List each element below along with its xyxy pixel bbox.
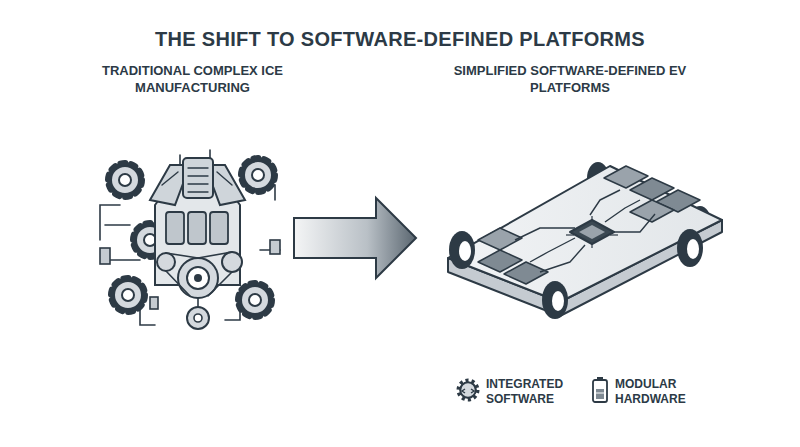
ev-platform-illustration bbox=[448, 162, 722, 319]
legend-item: MODULAR HARDWARE bbox=[590, 376, 707, 408]
legend-icon bbox=[590, 376, 610, 408]
illustration-panel: SIMPLIFIED SOFTWARE-DEFINED EV PLATFORMS bbox=[420, 62, 720, 337]
diagram-title: THE SHIFT TO SOFTWARE-DEFINED PLATFORMS bbox=[0, 28, 800, 51]
engine-illustration bbox=[100, 150, 280, 329]
legend-label: MODULAR HARDWARE bbox=[615, 377, 707, 407]
panel-heading: TRADITIONAL COMPLEX ICE MANUFACTURING bbox=[98, 62, 288, 96]
illustration-panel: TRADITIONAL COMPLEX ICE MANUFACTURING bbox=[95, 62, 290, 337]
panel-heading: SIMPLIFIED SOFTWARE-DEFINED EV PLATFORMS bbox=[450, 62, 690, 96]
transition-arrow bbox=[294, 198, 416, 278]
legend-item: INTEGRATED SOFTWARE bbox=[455, 377, 578, 407]
legend-icon bbox=[455, 377, 481, 407]
legend-label: INTEGRATED SOFTWARE bbox=[486, 377, 578, 407]
legend: INTEGRATED SOFTWARE MODULAR HARDWARE bbox=[455, 376, 719, 408]
